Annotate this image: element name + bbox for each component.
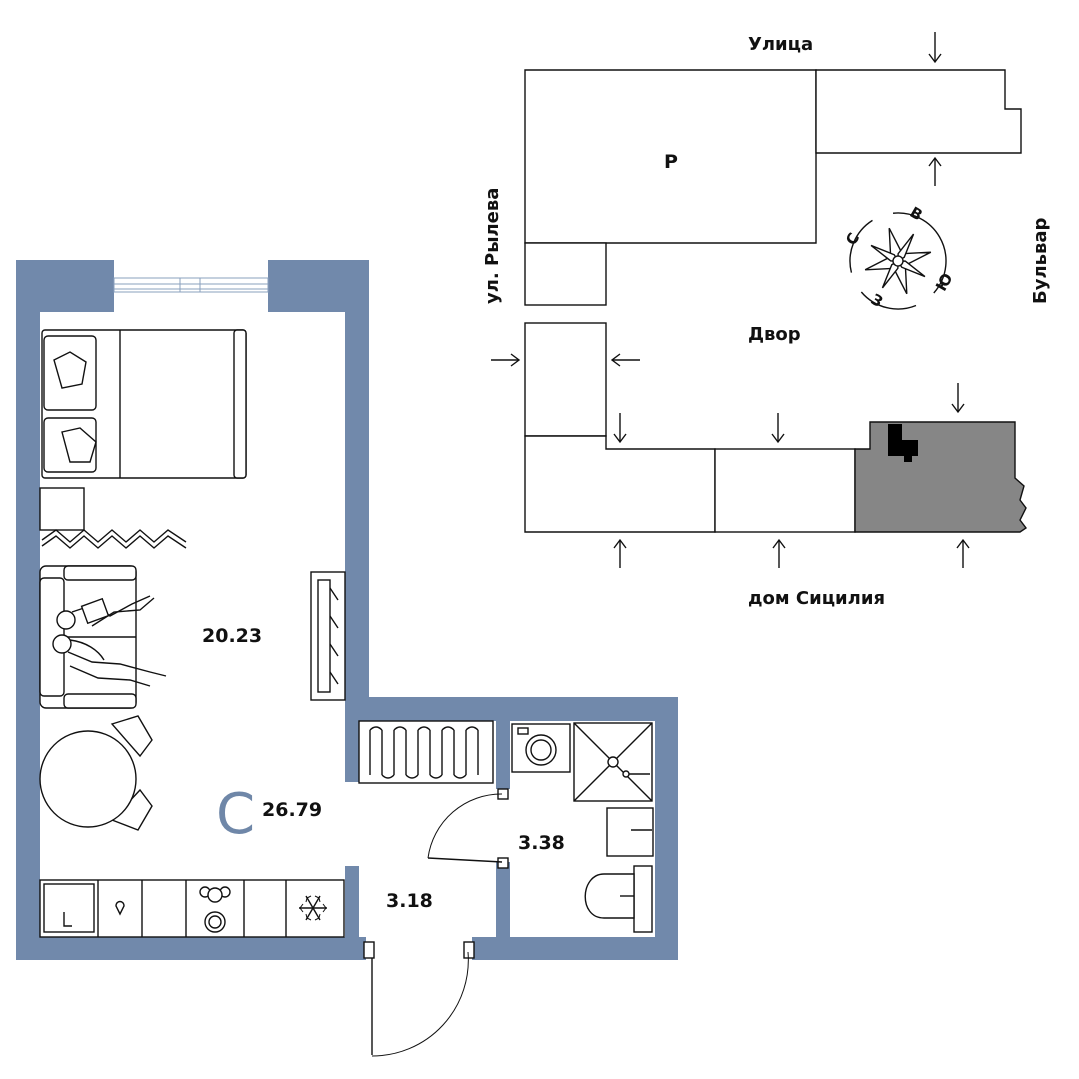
- sink-icon: [606, 807, 654, 857]
- rug-icon: [41, 529, 187, 549]
- site-plan: [524, 69, 1028, 533]
- radiator-icon: [358, 720, 494, 784]
- toilet-icon: [584, 865, 653, 933]
- dining-table-icon: [39, 715, 153, 831]
- apartment-walls: [16, 260, 678, 960]
- highlight-section: [854, 421, 1028, 533]
- compass-rose-icon: [849, 212, 947, 310]
- apartment-type-letter: С: [216, 782, 255, 847]
- street-right: Бульвар: [1030, 217, 1051, 304]
- bathroom-door: [427, 788, 509, 869]
- street-bottom: дом Сицилия: [748, 588, 885, 609]
- living-room-area: 20.23: [202, 625, 262, 647]
- building-letter: Р: [664, 151, 678, 173]
- people-sitting-icon: [52, 595, 167, 687]
- yard-label: Двор: [748, 324, 801, 345]
- total-area: 26.79: [262, 799, 322, 821]
- compass-east: В: [907, 203, 926, 224]
- bed-icon: [41, 329, 247, 479]
- sofa-icon: [39, 565, 137, 709]
- entrance-door: [363, 941, 475, 1057]
- compass-west: З: [868, 290, 886, 311]
- window: [113, 277, 269, 293]
- fridge-snowflake-icon: [299, 895, 327, 921]
- bathroom-area: 3.38: [518, 832, 565, 854]
- nightstand-icon: [39, 487, 85, 531]
- kitchen-counter-icon: [39, 879, 345, 938]
- washing-machine-icon: [511, 723, 571, 773]
- street-left: ул. Рылева: [482, 188, 503, 304]
- tv-unit-icon: [310, 571, 346, 701]
- street-top: Улица: [748, 34, 813, 55]
- entrance-arrows: [491, 32, 970, 568]
- hallway-area: 3.18: [386, 890, 433, 912]
- apartment-marker: [888, 424, 918, 462]
- shower-icon: [573, 722, 653, 802]
